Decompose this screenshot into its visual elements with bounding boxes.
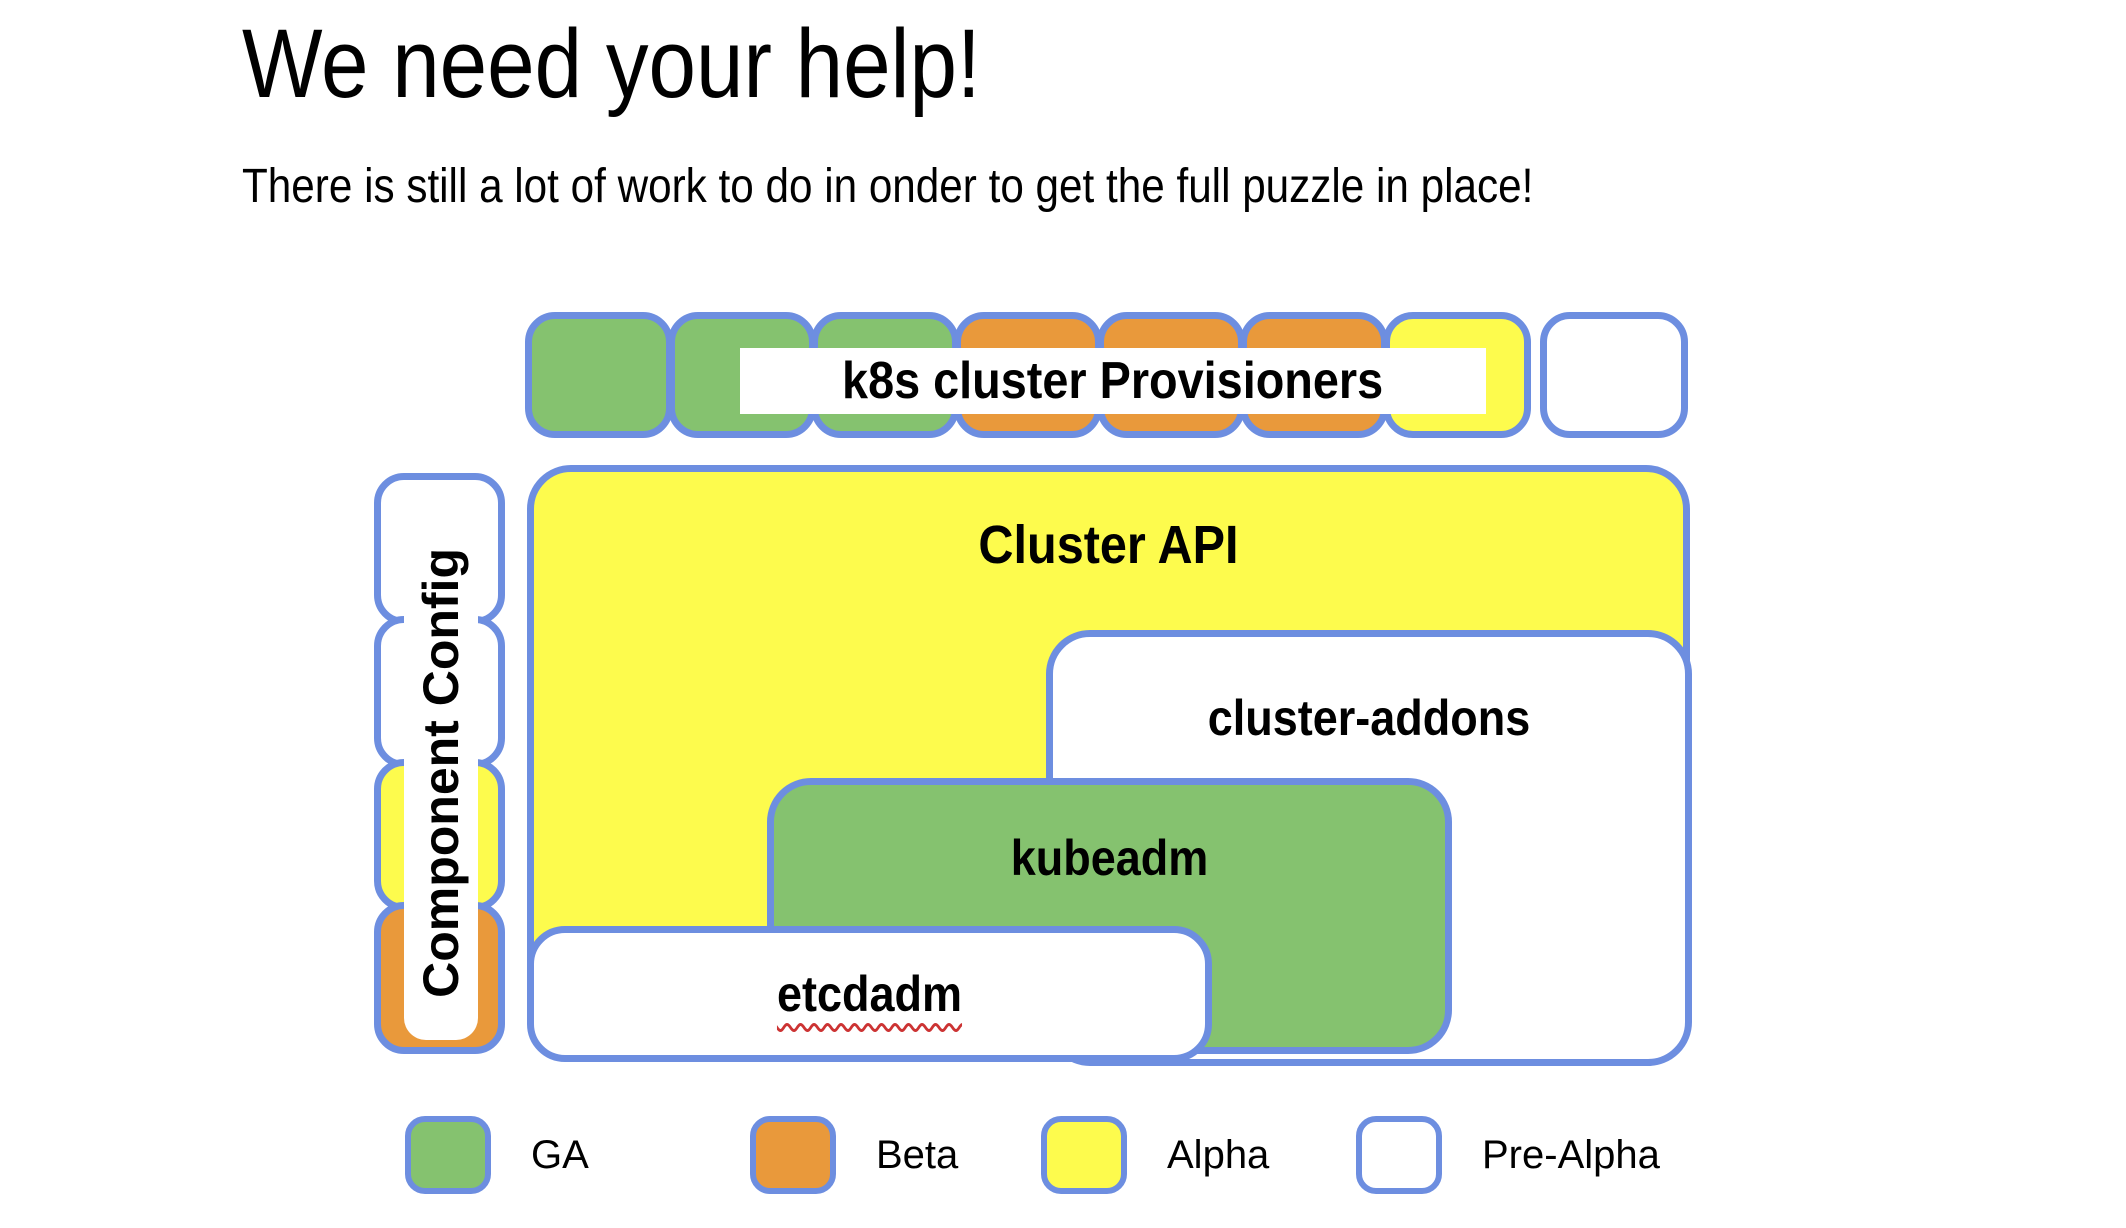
legend-label-prealpha: Pre-Alpha — [1482, 1132, 1660, 1177]
legend-item-prealpha: Pre-Alpha — [1356, 1116, 1660, 1194]
legend-item-alpha: Alpha — [1041, 1116, 1269, 1194]
provisioners-label-box: k8s cluster Provisioners — [740, 348, 1486, 414]
legend-swatch-beta — [750, 1116, 836, 1194]
provisioner-square-ga — [525, 312, 673, 438]
legend-item-beta: Beta — [750, 1116, 958, 1194]
legend-item-ga: GA — [405, 1116, 589, 1194]
legend-label-alpha: Alpha — [1167, 1132, 1270, 1177]
etcdadm-label: etcdadm — [776, 966, 963, 1022]
kubeadm-label: kubeadm — [1010, 830, 1209, 886]
page-title: We need your help! — [242, 9, 981, 118]
legend-swatch-ga — [405, 1116, 491, 1194]
cluster-addons-label: cluster-addons — [1207, 690, 1531, 746]
etcdadm-box: etcdadm — [527, 926, 1212, 1062]
subtitle: There is still a lot of work to do in on… — [242, 160, 1534, 213]
provisioners-label: k8s cluster Provisioners — [842, 352, 1384, 410]
provisioner-square-prealpha — [1540, 312, 1688, 438]
legend-label-beta: Beta — [876, 1132, 959, 1177]
legend-swatch-prealpha — [1356, 1116, 1442, 1194]
component-config-label-box: Component Config — [404, 505, 478, 1040]
legend-label-ga: GA — [531, 1132, 589, 1177]
component-config-label: Component Config — [413, 547, 469, 998]
cluster-api-label: Cluster API — [978, 515, 1239, 575]
legend-swatch-alpha — [1041, 1116, 1127, 1194]
